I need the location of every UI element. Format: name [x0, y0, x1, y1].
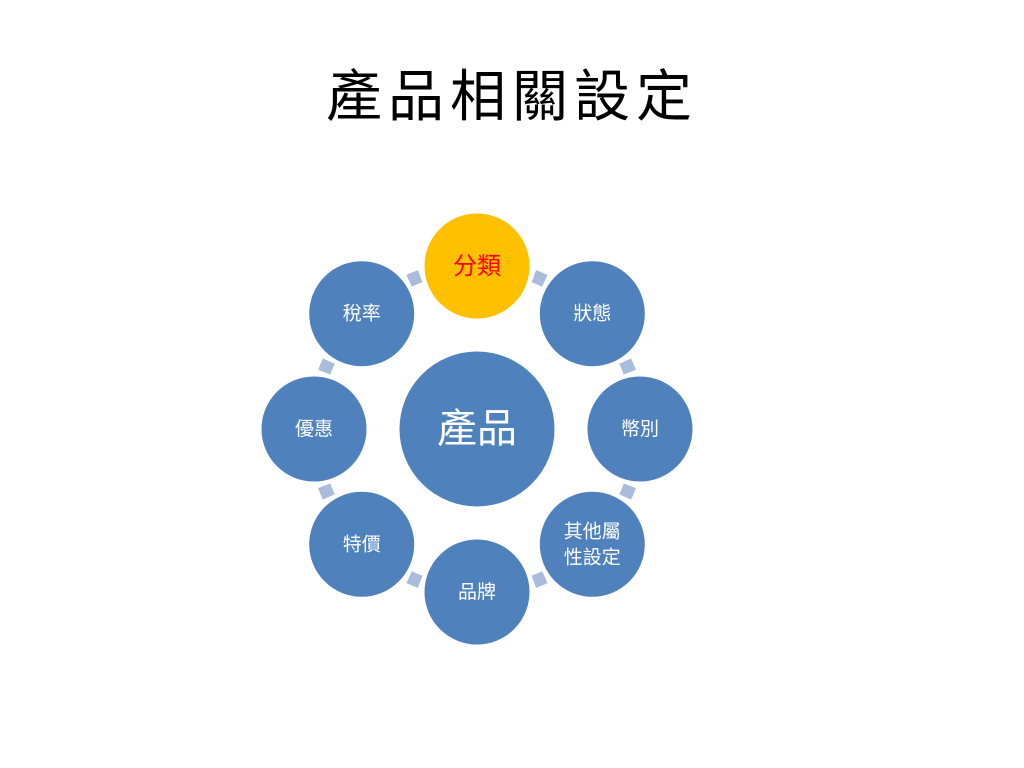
node-discount: 優惠 — [258, 373, 370, 485]
center-node-circle — [396, 348, 558, 510]
node-other-attributes-circle — [536, 488, 648, 600]
connector-currency — [619, 483, 636, 500]
center-node: 產品 — [396, 348, 558, 510]
node-other-attributes-label: 其他屬性設定 — [564, 520, 621, 568]
node-special-price-label: 特價 — [343, 533, 381, 555]
cycle-connectors — [318, 270, 636, 588]
node-brand-label: 品牌 — [458, 581, 496, 603]
node-currency-label: 幣別 — [621, 418, 659, 440]
node-tax-rate-circle — [306, 258, 418, 370]
node-category: 分類 — [421, 210, 533, 322]
node-brand: 品牌 — [421, 536, 533, 648]
node-brand-circle — [421, 536, 533, 648]
node-tax-rate-label: 稅率 — [343, 303, 381, 325]
connector-status — [619, 358, 636, 375]
node-status-label: 狀態 — [573, 303, 611, 325]
node-special-price: 特價 — [306, 488, 418, 600]
node-status-circle — [536, 258, 648, 370]
slide-title: 產品相關設定 — [326, 65, 698, 130]
connector-special-price — [318, 483, 335, 500]
node-special-price-circle — [306, 488, 418, 600]
connector-discount — [318, 358, 335, 375]
connector-brand — [406, 571, 423, 588]
node-tax-rate: 稅率 — [306, 258, 418, 370]
node-category-circle — [421, 210, 533, 322]
connector-other-attributes — [531, 571, 548, 588]
connector-tax-rate — [406, 270, 423, 287]
node-discount-label: 優惠 — [295, 418, 333, 440]
connector-category — [531, 270, 548, 287]
node-currency: 幣別 — [584, 373, 696, 485]
center-node-label: 產品 — [437, 406, 517, 452]
node-discount-circle — [258, 373, 370, 485]
node-status: 狀態 — [536, 258, 648, 370]
node-category-label: 分類 — [453, 252, 501, 280]
node-other-attributes: 其他屬性設定 — [536, 488, 648, 600]
node-currency-circle — [584, 373, 696, 485]
